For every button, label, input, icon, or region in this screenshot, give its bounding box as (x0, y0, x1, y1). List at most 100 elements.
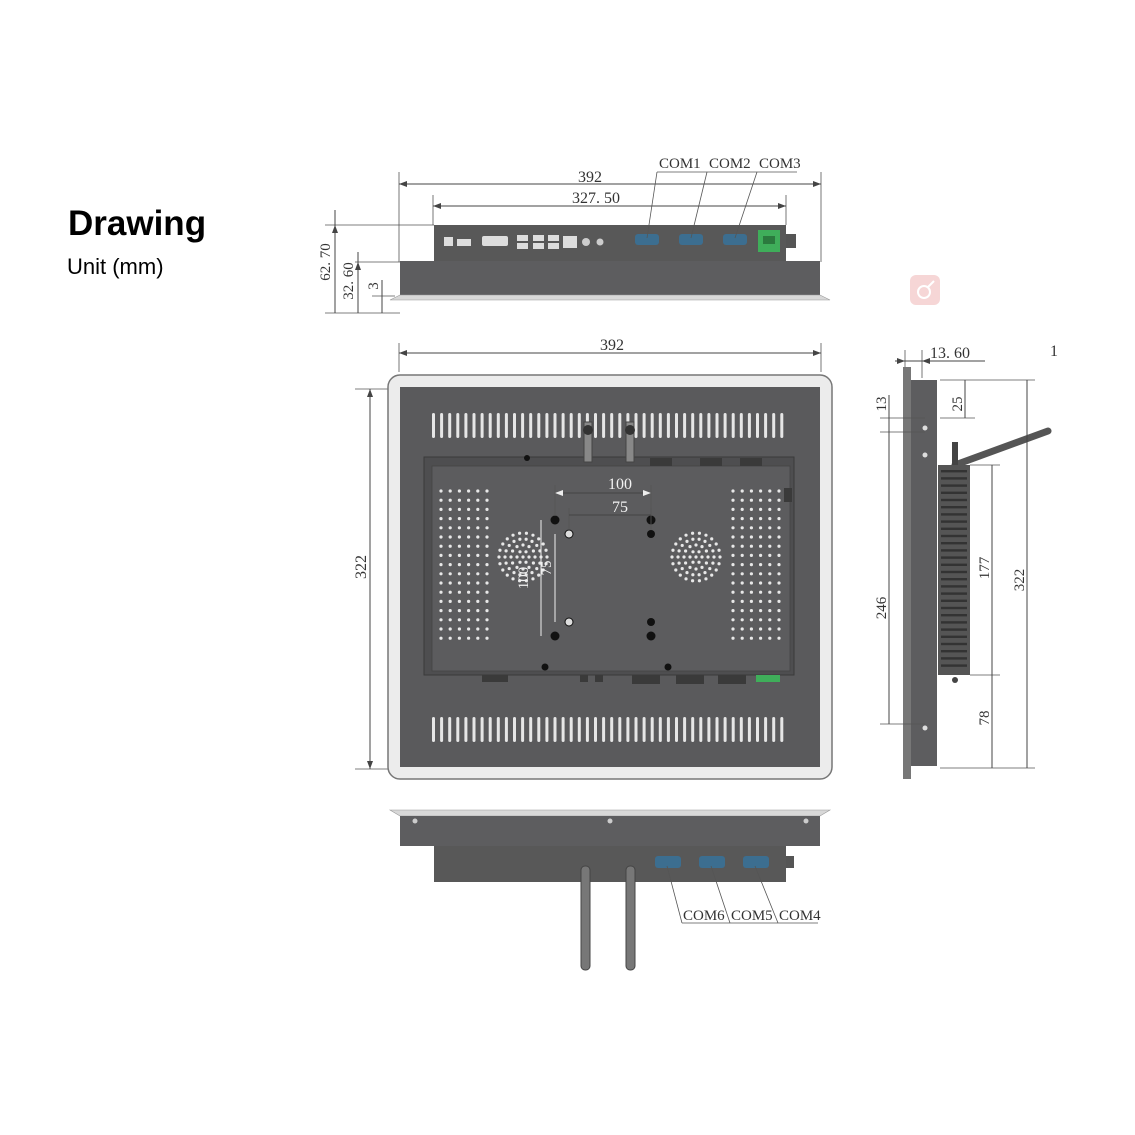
vent-dot (439, 526, 443, 530)
speaker-hole (678, 573, 682, 577)
speaker-hole (674, 542, 678, 546)
vent-slot (537, 413, 541, 438)
top-vents (432, 413, 784, 438)
vent-dot (731, 526, 735, 530)
vent-slot (666, 717, 670, 742)
vent-dot (777, 590, 781, 594)
vent-dot (740, 636, 744, 640)
vent-dot (476, 636, 480, 640)
vent-slot (642, 413, 646, 438)
heatsink-fin (941, 585, 967, 588)
vent-dot (768, 507, 772, 511)
bottom-view-body (434, 846, 786, 882)
vent-slot (610, 413, 614, 438)
speaker-hole (507, 543, 511, 548)
vent-slot (472, 413, 476, 438)
vent-dot (457, 507, 461, 511)
heatsink-fin (941, 491, 967, 494)
vent-dot (768, 627, 772, 631)
vent-dot (485, 563, 489, 567)
speaker-hole (700, 545, 704, 549)
speaker-hole (671, 562, 675, 566)
vent-dot (457, 498, 461, 502)
vent-slot (683, 413, 687, 438)
vent-dot (457, 489, 461, 493)
vent-dot (777, 489, 781, 493)
vent-dot (759, 544, 763, 548)
vent-dot (485, 609, 489, 613)
vent-dot (467, 627, 471, 631)
heatsink-fin (941, 657, 967, 660)
heatsink-fin (941, 606, 967, 610)
speaker-hole (537, 573, 541, 577)
speaker-hole (688, 545, 692, 549)
heatsink-fin (941, 614, 967, 617)
dim-top-body-height: 32. 60 (341, 262, 357, 300)
vent-dot (448, 636, 452, 640)
speaker-hole (674, 568, 678, 572)
heatsink-fin (941, 477, 967, 480)
antenna-connectors (583, 421, 635, 463)
vent-dot (467, 544, 471, 548)
vent-dot (448, 507, 452, 511)
vent-dot (457, 581, 461, 585)
vent-dot (749, 544, 754, 548)
vent-dot (740, 498, 744, 502)
vent-dot (476, 609, 480, 613)
vent-dot (759, 553, 763, 558)
speaker-hole (700, 555, 704, 559)
vent-slot (488, 413, 492, 438)
speaker-hole (697, 550, 701, 554)
vent-dot (731, 572, 735, 576)
speaker-hole (524, 579, 529, 583)
vent-dot (457, 553, 461, 558)
speaker-hole (684, 549, 688, 553)
vent-dot (759, 627, 763, 631)
speaker-hole (521, 567, 525, 571)
vent-dot (740, 609, 744, 613)
vent-dot (439, 489, 443, 493)
speaker-hole (684, 577, 688, 581)
speaker-hole (505, 573, 509, 577)
dim-top-width: 392 (578, 169, 602, 186)
dim-vesa-v-outer: 100 (516, 567, 532, 590)
dim-top-inner-width: 327. 50 (572, 190, 620, 207)
speaker-hole (524, 531, 529, 535)
heatsink-fin (941, 506, 967, 509)
heatsink-fin (941, 628, 967, 631)
vent-slot (480, 717, 484, 742)
vent-dot (731, 507, 735, 511)
dim-front-width: 392 (600, 337, 624, 354)
vent-dot (777, 507, 781, 511)
vent-dot (768, 636, 772, 640)
bottom-vents (432, 717, 784, 742)
vent-dot (768, 517, 772, 521)
vent-dot (777, 572, 781, 576)
vent-dot (749, 553, 754, 558)
speaker-hole (691, 550, 695, 554)
vent-slot (699, 413, 703, 438)
vent-dot (476, 590, 480, 594)
speaker-hole (501, 542, 505, 546)
heatsink-fin (941, 520, 967, 523)
vent-slot (618, 413, 622, 438)
speaker-hole (541, 542, 545, 546)
heatsink-fin (941, 470, 967, 473)
top-view: 392 327. 50 COM1 COM2 (318, 156, 831, 314)
vent-slot (772, 413, 776, 438)
vent-dot (476, 526, 480, 530)
vent-slot (440, 717, 444, 742)
speaker-hole (507, 566, 511, 571)
speaker-hole (533, 555, 537, 559)
vent-dot (777, 535, 781, 539)
vent-slot (448, 717, 452, 742)
vent-dot (467, 599, 471, 604)
vent-dot (768, 581, 772, 585)
vent-slot (521, 717, 525, 742)
vent-dot (740, 590, 744, 594)
speaker-hole (678, 537, 682, 541)
speaker-hole (512, 570, 516, 575)
vent-slot (569, 717, 573, 742)
heatsink-fin (941, 592, 967, 595)
vent-dot (768, 563, 772, 567)
